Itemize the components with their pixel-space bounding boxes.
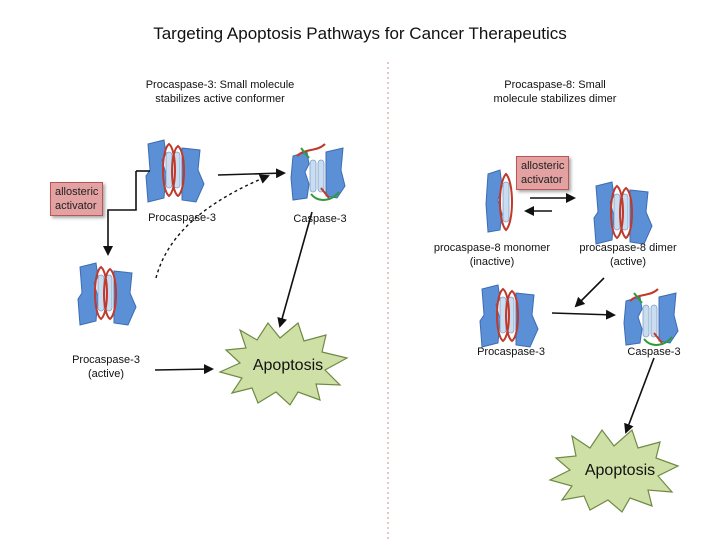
caspase-3-protein [290, 143, 346, 201]
right-subtitle-line2: molecule stabilizes dimer [493, 93, 617, 105]
allosteric-activator-box-left: allosteric activator [50, 182, 104, 216]
apoptosis-label-right: Apoptosis [584, 462, 656, 479]
monomer-label-line2: (inactive) [469, 256, 515, 268]
procaspase-3-label-right: Procaspase-3 [477, 346, 545, 358]
activator-line1-right: allosteric [521, 160, 565, 172]
allosteric-activator-box-right: allosteric activator [516, 156, 570, 190]
procaspase-3-active-label: Procaspase-3 (active) [60, 353, 152, 381]
caspase-3-label: Caspase-3 [293, 213, 347, 225]
arrow-activator-to-active [103, 198, 137, 256]
arrow-caspase-to-apoptosis [277, 211, 313, 328]
active-label-line2: (active) [87, 368, 125, 380]
activator-line1: allosteric [55, 186, 99, 198]
procaspase-8-dimer-protein [593, 181, 653, 245]
right-subtitle: Procaspase-8: Small molecule stabilizes … [470, 78, 640, 106]
arrow-dimer-to-procaspase-3 [574, 277, 605, 308]
apoptosis-burst-left [218, 321, 349, 406]
apoptosis-burst-right [548, 428, 680, 513]
procaspase-8-monomer-protein [485, 169, 513, 233]
left-subtitle-line2: stabilizes active conformer [155, 93, 285, 105]
caspase-3-label-right: Caspase-3 [627, 346, 681, 358]
apoptosis-label-left: Apoptosis [252, 357, 324, 374]
arrow-procaspase-to-caspase [217, 168, 286, 179]
right-subtitle-line1: Procaspase-8: Small [504, 79, 606, 91]
arrow-active-to-apoptosis [154, 364, 214, 375]
procaspase-3-protein [145, 139, 205, 203]
procaspase-3-active-protein [77, 262, 137, 326]
dimer-label-line2: (active) [609, 256, 647, 268]
left-subtitle-line1: Procaspase-3: Small molecule [145, 79, 295, 91]
activator-line2: activator [55, 200, 97, 212]
arrow-caspase-to-apoptosis-right [624, 357, 655, 434]
procaspase-3-protein-right [479, 284, 539, 348]
monomer-label-line1: procaspase-8 monomer [433, 242, 551, 254]
active-label-line1: Procaspase-3 [72, 354, 140, 366]
dimer-label-line1: procaspase-8 dimer [579, 242, 677, 254]
left-subtitle: Procaspase-3: Small molecule stabilizes … [120, 78, 320, 106]
activator-line2-right: activator [521, 174, 563, 186]
arrow-procaspase-to-caspase-right [551, 309, 616, 320]
page-title: Targeting Apoptosis Pathways for Cancer … [153, 24, 567, 43]
caspase-3-protein-right [623, 288, 679, 346]
procaspase-8-monomer-label: procaspase-8 monomer (inactive) [430, 241, 554, 269]
procaspase-3-label: Procaspase-3 [148, 212, 216, 224]
procaspase-8-dimer-label: procaspase-8 dimer (active) [568, 241, 688, 269]
